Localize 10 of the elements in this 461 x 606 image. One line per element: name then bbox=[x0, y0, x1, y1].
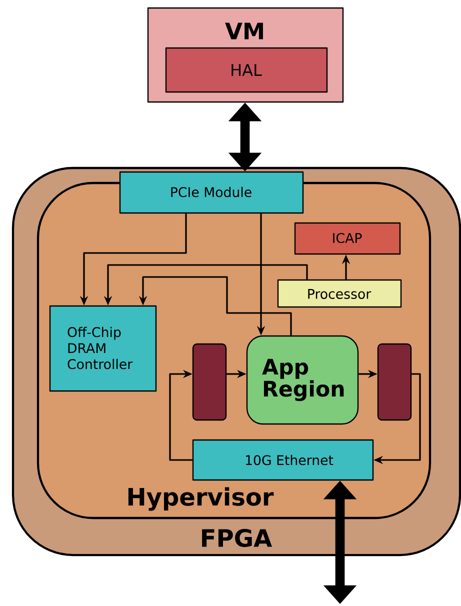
icap-box: ICAP bbox=[294, 222, 401, 255]
ethernet-box: 10G Ethernet bbox=[192, 439, 374, 481]
arrow bbox=[169, 370, 192, 461]
buffer-bar bbox=[192, 343, 227, 421]
controller-box: Off-Chip DRAM Controller bbox=[49, 305, 157, 392]
buffer-bar bbox=[377, 343, 412, 421]
processor-box: Processor bbox=[277, 279, 402, 308]
app-region-box: App Region bbox=[246, 335, 359, 425]
module-box: PCIe Module bbox=[119, 171, 304, 214]
hal-box: HAL bbox=[165, 47, 328, 93]
